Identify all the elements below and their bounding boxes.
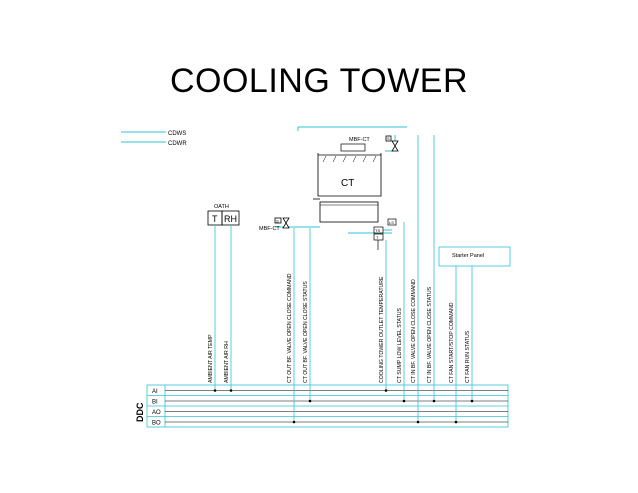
- tt-tag: TS: [375, 228, 380, 233]
- top-butterfly-valve: [385, 135, 399, 152]
- ddc-row-bo: BO: [152, 421, 161, 427]
- point-label-ambient-air-rh: AMBIENT AIR RH: [224, 341, 230, 383]
- point-label-fan-run-status: CT FAN RUN STATUS: [465, 330, 471, 383]
- signal-wires: [214, 135, 473, 422]
- ddc-label: DDC: [135, 402, 145, 422]
- mbf-left-label: MBF-CT: [259, 226, 280, 232]
- cooling-tower: [313, 153, 382, 223]
- point-label-ct-out-valve-status: CT OUT BF. VALVE OPEN CLOSE STATUS: [303, 281, 309, 383]
- rh-sensor-box: [221, 210, 240, 226]
- t-tag: T: [376, 235, 379, 240]
- page-title: COOLING TOWER: [169, 62, 469, 100]
- point-label-ambient-air-temp: AMBIENT AIR TEMP: [208, 334, 214, 383]
- point-label-outlet-temperature: COOLING TOWER OUTLET TEMPERATURE: [379, 276, 385, 383]
- ddc-row-ai: AI: [152, 389, 158, 395]
- s2-tag: S: [387, 136, 390, 141]
- connection-dots: [213, 389, 474, 424]
- piping: [275, 126, 407, 234]
- point-label-sump-low-level: CT SUMP LOW LEVEL STATUS: [397, 308, 403, 383]
- outlet-temp-sensor: [373, 226, 384, 234]
- sump-level-switch: [387, 218, 397, 226]
- cdwr-legend-label: CDWR: [168, 141, 187, 147]
- s1-tag: S: [276, 219, 279, 224]
- sensor-t-label: T: [212, 214, 218, 224]
- point-label-ct-out-valve-command: CT OUT BF. VALVE OPEN CLOSE COMMAND: [287, 273, 293, 383]
- point-label-fan-start-stop: CT FAN START/STOP COMMAND: [449, 302, 455, 383]
- cdws-legend-label: CDWS: [168, 131, 186, 137]
- point-label-ct-in-valve-command: CT IN BF. VALVE OPEN CLOSE COMMAND: [411, 279, 417, 383]
- point-label-ct-in-valve-status: CT IN BF. VALVE OPEN CLOSE STATUS: [427, 286, 433, 383]
- ct-label: CT: [341, 178, 354, 189]
- sensor-rh-label: RH: [224, 214, 237, 224]
- spray-header: [340, 143, 366, 152]
- starter-panel-label: Starter Panel: [452, 253, 484, 259]
- mbf-top-label: MBF-CT: [349, 137, 370, 143]
- ddc-row-ao: AO: [152, 410, 161, 416]
- oath-label: OATH: [214, 204, 229, 210]
- ddc-table: [146, 384, 509, 428]
- left-butterfly-valve: [274, 217, 290, 229]
- ddc-row-bi: BI: [152, 400, 158, 406]
- outlet-temp-element: [373, 233, 384, 241]
- ls-tag: LS: [389, 220, 394, 225]
- starter-panel: [438, 246, 511, 267]
